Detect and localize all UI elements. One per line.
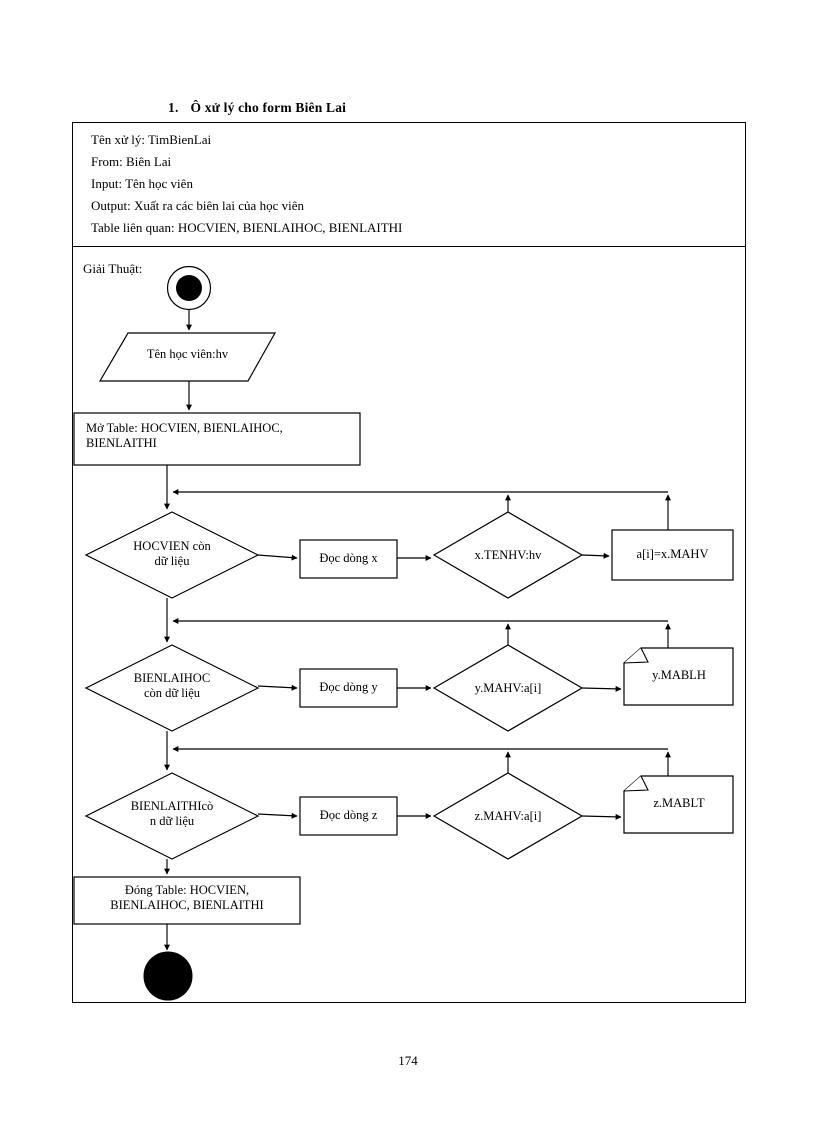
row2-process-label: Đọc dòng y bbox=[319, 680, 378, 694]
row1-action-label: a[i]=x.MAHV bbox=[636, 547, 709, 561]
open-table-label: Mở Table: HOCVIEN, BIENLAIHOC, BIENLAITH… bbox=[86, 421, 283, 451]
row3-condition-label: z.MAHV:a[i] bbox=[474, 809, 542, 823]
row3-action-label: z.MABLT bbox=[653, 796, 705, 810]
close-table-label: Đóng Table: HOCVIEN, BIENLAIHOC, BIENLAI… bbox=[110, 883, 264, 913]
spec-row-input: Input: Tên học viên bbox=[91, 177, 193, 190]
spec-value: Tên học viên bbox=[125, 176, 193, 191]
row3-process-label: Đọc dòng z bbox=[319, 808, 378, 822]
row2-action-label: y.MABLH bbox=[652, 668, 706, 682]
row2-condition-label: y.MAHV:a[i] bbox=[474, 681, 542, 695]
spec-row-from: From: Biên Lai bbox=[91, 155, 171, 168]
row1-process-label: Đọc dòng x bbox=[319, 551, 378, 565]
spec-row-name: Tên xử lý: TimBienLai bbox=[91, 133, 211, 146]
page-title: 1. Ô xử lý cho form Biên Lai bbox=[168, 100, 346, 116]
algorithm-frame: Giải Thuật: bbox=[72, 246, 746, 1003]
spec-row-output: Output: Xuất ra các biên lai của học viê… bbox=[91, 199, 304, 212]
row1-decision-label: HOCVIEN còn dữ liệu bbox=[133, 539, 211, 569]
row3-decision-label: BIENLAITHIcò n dữ liệu bbox=[130, 799, 214, 829]
row1-condition-label: x.TENHV:hv bbox=[474, 548, 542, 562]
spec-value: HOCVIEN, BIENLAIHOC, BIENLAITHI bbox=[177, 220, 403, 235]
spec-label: Tên xử lý: bbox=[91, 132, 145, 147]
page-number: 174 bbox=[398, 1053, 418, 1068]
spec-value: Biên Lai bbox=[126, 154, 172, 169]
page-title-text: Ô xử lý cho form Biên Lai bbox=[190, 100, 347, 115]
row2-decision-label: BIENLAIHOC còn dữ liệu bbox=[133, 671, 211, 701]
spec-label: Input: bbox=[91, 176, 123, 191]
input-parameter-label: Tên học viên:hv bbox=[146, 347, 229, 361]
spec-value: TimBienLai bbox=[148, 132, 212, 147]
spec-row-tables: Table liên quan: HOCVIEN, BIENLAIHOC, BI… bbox=[91, 221, 402, 234]
spec-label: Output: bbox=[91, 198, 131, 213]
spec-value: Xuất ra các biên lai của học viên bbox=[133, 198, 304, 213]
spec-label: Table liên quan: bbox=[91, 220, 175, 235]
spec-frame: Tên xử lý: TimBienLai From: Biên Lai Inp… bbox=[72, 122, 746, 246]
page-title-number: 1. bbox=[168, 100, 179, 115]
spec-label: From: bbox=[91, 154, 123, 169]
algorithm-label: Giải Thuật: bbox=[83, 261, 143, 276]
